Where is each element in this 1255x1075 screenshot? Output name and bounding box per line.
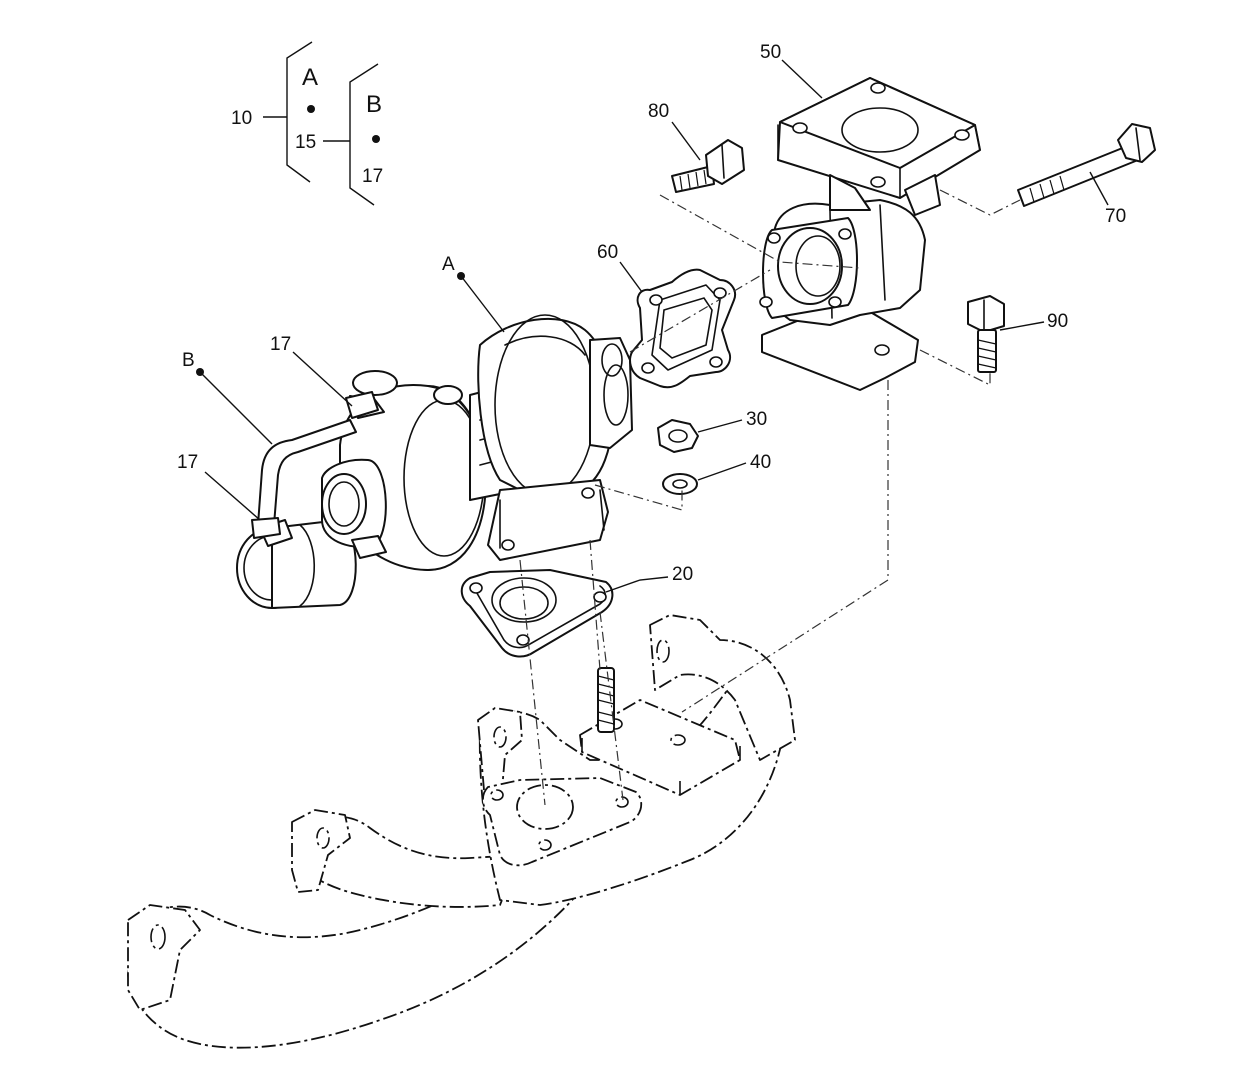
bolt-90 — [967, 295, 1005, 373]
callout-60: 60 — [597, 242, 618, 263]
callout-90: 90 — [1047, 311, 1068, 332]
ref-dot-b — [196, 368, 204, 376]
nut-30 — [657, 419, 699, 453]
callout-80: 80 — [648, 101, 669, 122]
washer-40 — [662, 473, 698, 495]
exhaust-elbow-50 — [759, 77, 981, 391]
legend-ref-b: B — [366, 91, 382, 118]
legend-callout-10: 10 — [231, 108, 252, 129]
legend-dot-b — [372, 135, 380, 143]
ref-dot-a — [457, 272, 465, 280]
callout-50: 50 — [760, 42, 781, 63]
ref-label-b: B — [182, 350, 195, 371]
assembly-center-lines — [519, 189, 1021, 806]
gasket-60 — [629, 268, 736, 389]
stud-bolt — [597, 667, 615, 733]
legend-dot-a — [307, 105, 315, 113]
turbocharger — [236, 314, 633, 609]
oil-pipe — [251, 391, 379, 539]
gasket-20 — [460, 569, 614, 658]
legend-callout-15: 15 — [295, 132, 316, 153]
callout-labels: 50 80 70 60 90 30 40 20 17 17 B A — [177, 42, 1126, 585]
bolt-70 — [1017, 123, 1156, 207]
callout-20: 20 — [672, 564, 693, 585]
ref-label-a: A — [442, 254, 455, 275]
callout-70: 70 — [1105, 206, 1126, 227]
callout-17-upper: 17 — [270, 334, 291, 355]
callout-17-lower: 17 — [177, 452, 198, 473]
callout-30: 30 — [746, 409, 767, 430]
callout-leaders — [199, 59, 1109, 593]
legend-callout-17: 17 — [362, 166, 383, 187]
callout-40: 40 — [750, 452, 771, 473]
bolt-80 — [671, 139, 745, 193]
exhaust-manifold — [127, 614, 796, 1049]
legend-group: A B 10 15 17 — [231, 41, 383, 206]
legend-ref-a: A — [302, 64, 318, 91]
